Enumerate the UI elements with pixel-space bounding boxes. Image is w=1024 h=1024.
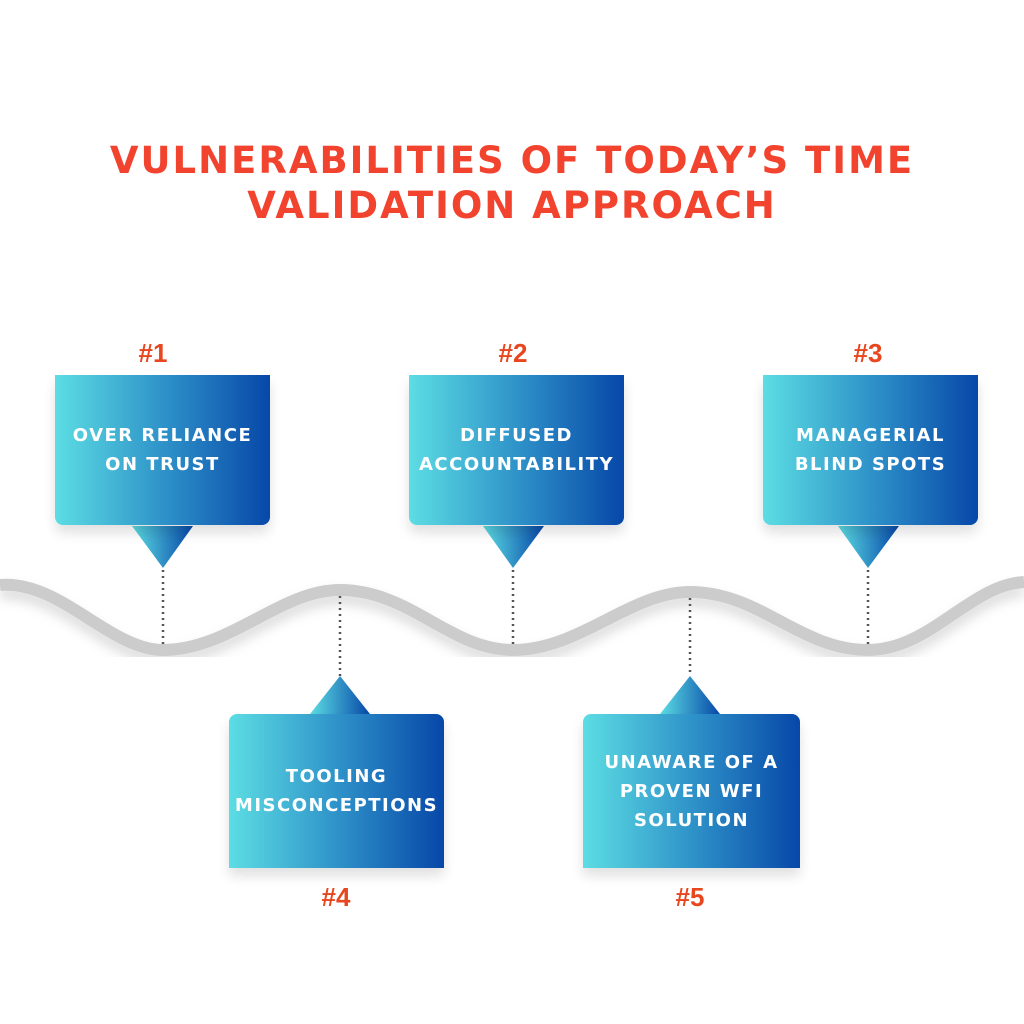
pointer-1 <box>132 526 193 568</box>
pointer-2 <box>483 526 544 568</box>
item-box-3: MANAGERIAL BLIND SPOTS <box>763 375 978 525</box>
item-box-1: OVER RELIANCE ON TRUST <box>55 375 270 525</box>
title-line-1: VULNERABILITIES OF TODAY’S TIME <box>109 139 915 182</box>
item-text: ON TRUST <box>105 454 220 475</box>
item-number-4: #4 <box>321 882 351 912</box>
item-number-2: #2 <box>498 338 528 368</box>
pointer-4 <box>310 676 370 714</box>
item-text: ACCOUNTABILITY <box>418 454 615 475</box>
item-text: MISCONCEPTIONS <box>234 795 439 816</box>
item-text: BLIND SPOTS <box>794 454 947 475</box>
item-text: PROVEN WFI <box>619 780 764 802</box>
item-number-5: #5 <box>675 882 705 912</box>
pointer-3 <box>838 526 899 568</box>
item-box-4: TOOLING MISCONCEPTIONS <box>229 714 444 868</box>
item-number-1: #1 <box>138 338 168 368</box>
wave-line <box>0 576 1024 657</box>
title-line-2: VALIDATION APPROACH <box>247 184 777 227</box>
item-text: TOOLING <box>285 766 388 787</box>
item-text: DIFFUSED <box>459 425 574 446</box>
item-text: OVER RELIANCE <box>72 425 253 446</box>
pointer-5 <box>660 676 720 714</box>
item-text: MANAGERIAL <box>796 425 945 446</box>
connector-lines <box>161 570 870 676</box>
item-number-3: #3 <box>853 338 883 368</box>
item-text: SOLUTION <box>633 809 750 831</box>
item-box-5: UNAWARE OF A PROVEN WFI SOLUTION <box>583 714 800 868</box>
item-box-2: DIFFUSED ACCOUNTABILITY <box>409 375 624 525</box>
item-text: UNAWARE OF A <box>604 751 779 773</box>
